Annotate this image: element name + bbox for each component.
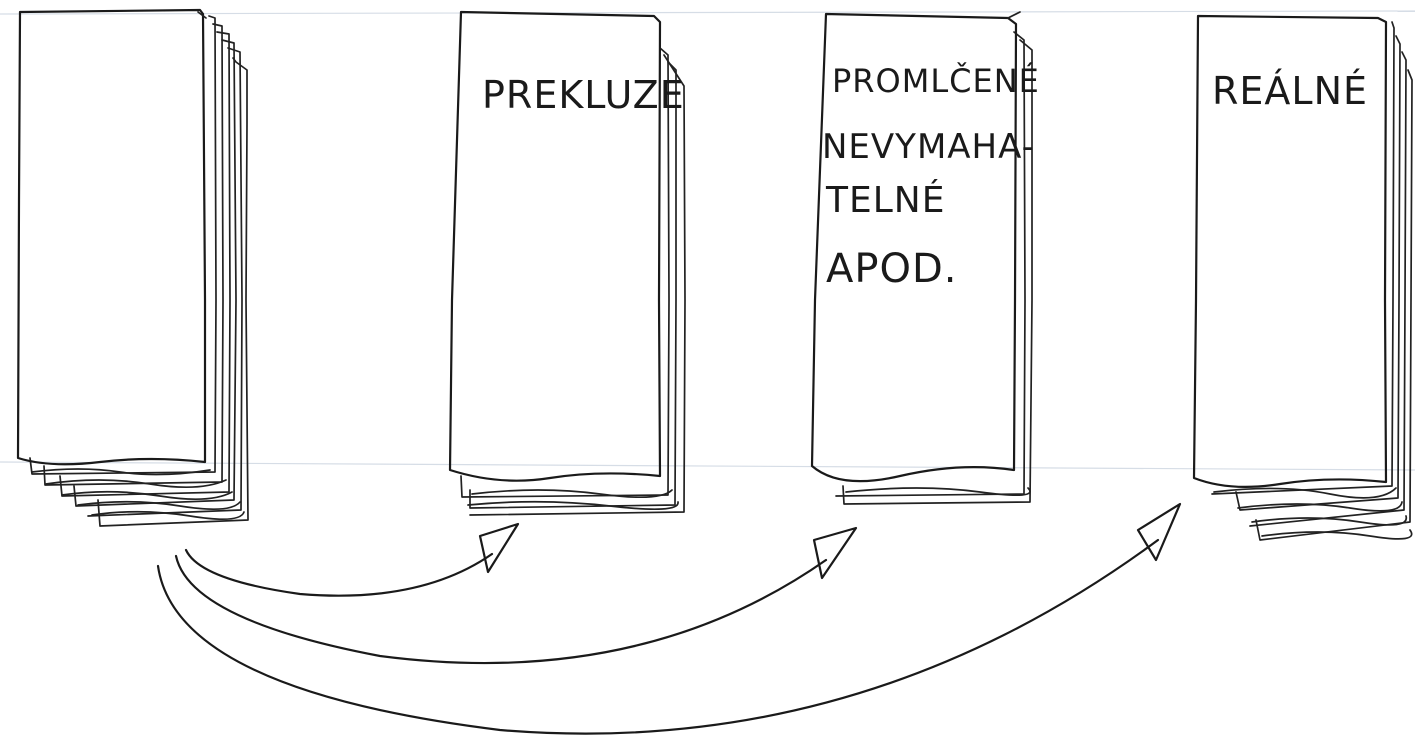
stack-label-promlcene-line-2: NEVYMAHA- — [822, 127, 1035, 167]
stack-label-promlcene-line-4: APOD. — [826, 246, 957, 292]
stack-label-promlcene-line-3: TELNÉ — [825, 179, 945, 221]
paper-fold-line-middle — [0, 462, 1415, 470]
stack-label-realne-line-1: REÁLNÉ — [1212, 69, 1368, 113]
stack-label-preklude-line-1: PREKLUZE — [482, 73, 685, 117]
document-stack-preklude: PREKLUZE — [450, 12, 685, 515]
document-stack-promlcene: PROMLČENÉ NEVYMAHA- TELNÉ APOD. — [812, 12, 1040, 504]
arrow-to-promlcene — [176, 528, 856, 663]
document-stack-source — [18, 10, 248, 526]
paper-fold-line-top — [0, 11, 1415, 14]
arrow-to-realne — [158, 504, 1180, 734]
arrow-to-preklude — [186, 524, 518, 596]
stack-label-promlcene-line-1: PROMLČENÉ — [832, 61, 1040, 100]
document-stack-realne: REÁLNÉ — [1194, 16, 1412, 540]
